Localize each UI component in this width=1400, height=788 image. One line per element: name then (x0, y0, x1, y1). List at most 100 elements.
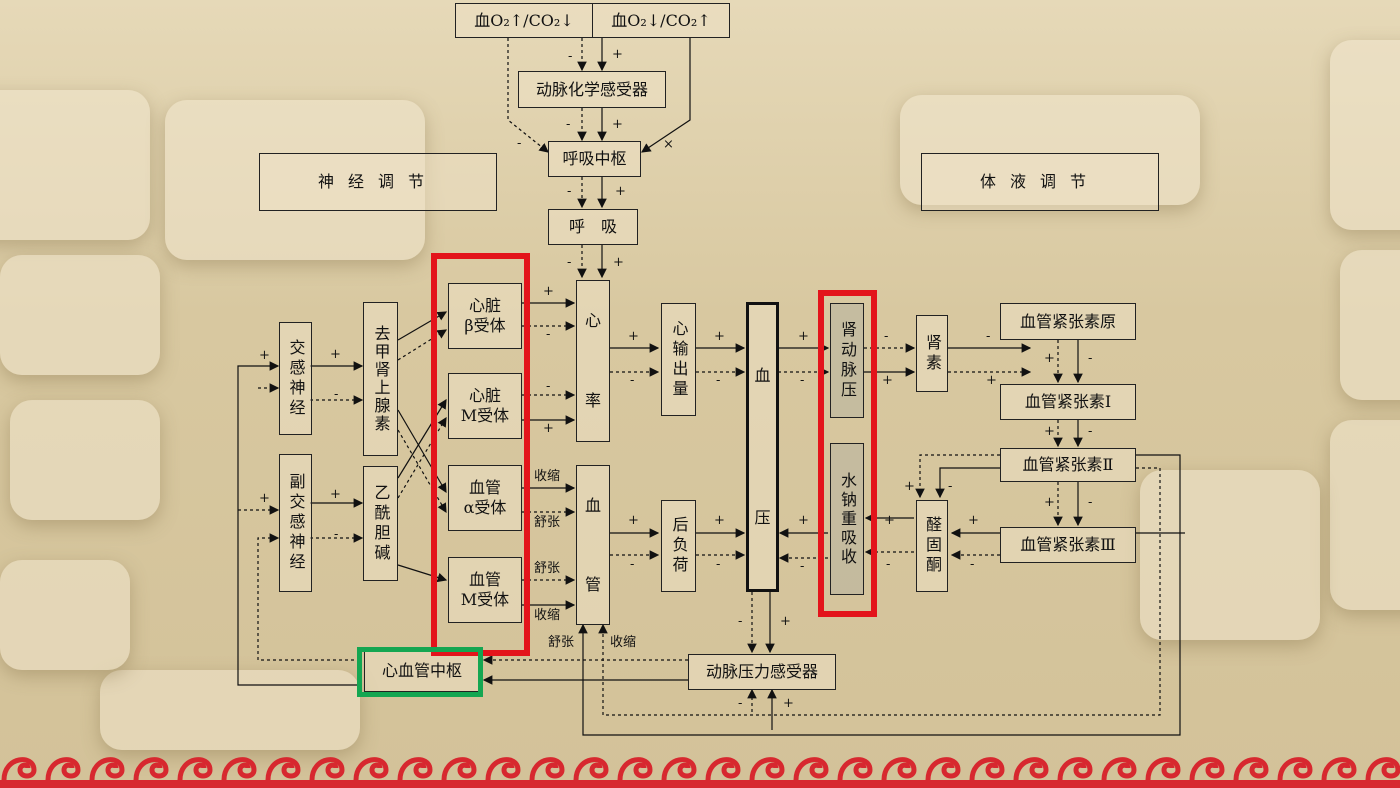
sign-label: + (543, 421, 554, 436)
heart-rate: 心 率 (576, 280, 610, 442)
bg-brick (0, 255, 160, 375)
cloud-motif (309, 757, 345, 781)
cloud-motif (89, 757, 125, 781)
respiration: 呼 吸 (548, 209, 638, 245)
cloud-motif (397, 757, 433, 781)
parasympathetic-nerve: 副交感神经 (279, 454, 312, 592)
sign-label: + (882, 373, 893, 388)
cloud-motif (1233, 757, 1269, 781)
cloud-motif (1145, 757, 1181, 781)
vessel-alpha-receptor: 血管 α受体 (448, 465, 522, 531)
bg-brick (1340, 250, 1400, 400)
sign-label: + (780, 614, 791, 629)
arterial-chemoreceptor: 动脉化学感受器 (518, 71, 666, 108)
heart-m-receptor: 心脏 M受体 (448, 373, 522, 439)
bg-brick (10, 400, 160, 520)
cloud-motif (221, 757, 257, 781)
angiotensinogen: 血管紧张素原 (1000, 303, 1136, 340)
cloud-motif (1321, 757, 1357, 781)
relax-label: 舒张 (548, 635, 575, 650)
bg-brick (0, 90, 150, 240)
sign-label: + (628, 329, 639, 344)
sign-label: - (800, 373, 805, 388)
box-o2-down-co2-up: 血O₂↓/CO₂↑ (592, 3, 730, 38)
blood-pressure: 血 压 (746, 302, 779, 592)
sign-label: - (948, 479, 953, 494)
sign-label: + (904, 479, 915, 494)
cloud-motif (353, 757, 389, 781)
sign-label: + (884, 513, 895, 528)
cloud-motif (1365, 757, 1400, 781)
sign-label: + (783, 696, 794, 711)
blood-vessel: 血 管 (576, 465, 610, 625)
cloud-motif (969, 757, 1005, 781)
acetylcholine: 乙酰胆碱 (363, 466, 398, 581)
contract-label: 收缩 (610, 635, 637, 650)
sign-label: - (567, 255, 572, 270)
vessel-alpha-line2: α受体 (463, 498, 507, 517)
sign-label: - (566, 117, 571, 132)
sign-label: + (628, 513, 639, 528)
heart-rate-char2: 率 (584, 391, 601, 410)
sign-label: - (738, 614, 743, 629)
cloud-motif (617, 757, 653, 781)
cloud-motif (441, 757, 477, 781)
sign-label: - (1088, 424, 1093, 439)
angiotensin-3: 血管紧张素Ⅲ (1000, 527, 1136, 563)
heart-m-line2: M受体 (460, 406, 510, 425)
vessel-m-line2: M受体 (460, 590, 510, 609)
bg-brick (1140, 470, 1320, 640)
cloud-motif (177, 757, 213, 781)
blood-vessel-char2: 管 (584, 574, 601, 594)
cloud-motif (837, 757, 873, 781)
cardiac-output: 心输出量 (661, 303, 696, 416)
sign-label: - (568, 49, 573, 64)
sign-label: - (800, 559, 805, 574)
cloud-motif (45, 757, 81, 781)
bg-brick (0, 560, 130, 670)
sign-label: - (630, 373, 635, 388)
heart-m-line1: 心脏 (468, 386, 501, 405)
cloud-motif (925, 757, 961, 781)
sign-label: + (1044, 424, 1055, 439)
cloud-motif (881, 757, 917, 781)
sign-label: - (886, 557, 891, 572)
sign-label: - (970, 557, 975, 572)
sign-label: + (986, 373, 997, 388)
cloud-border (0, 757, 1400, 788)
sign-label: - (546, 327, 551, 342)
cloud-motif (705, 757, 741, 781)
sign-label: + (613, 255, 624, 270)
vessel-alpha-line1: 血管 (468, 478, 501, 497)
sign-label: + (330, 487, 341, 502)
water-sodium-reabsorption: 水钠重吸收 (830, 443, 864, 595)
cloud-motif (749, 757, 785, 781)
sign-label: + (259, 348, 270, 363)
sign-label: + (612, 47, 623, 62)
cloud-motif (133, 757, 169, 781)
heart-rate-char1: 心 (584, 311, 601, 330)
heart-beta-receptor: 心脏 β受体 (448, 283, 522, 349)
sign-label: × (663, 137, 674, 152)
sign-label: + (714, 513, 725, 528)
renal-highlight (818, 290, 877, 617)
aldosterone: 醛固酮 (916, 500, 948, 592)
cloud-motif (1, 757, 37, 781)
cloud-motif (1013, 757, 1049, 781)
cloud-motif (1277, 757, 1313, 781)
sign-label: + (714, 329, 725, 344)
arterial-baroreceptor: 动脉压力感受器 (688, 654, 836, 690)
cv-center-highlight (357, 647, 483, 697)
sign-label: + (798, 513, 809, 528)
sign-label: - (567, 184, 572, 199)
cloud-motif (1057, 757, 1093, 781)
sign-label: - (738, 696, 743, 711)
sign-label: - (1088, 351, 1093, 366)
afterload: 后负荷 (661, 500, 696, 592)
sign-label: + (798, 329, 809, 344)
contract-label: 收缩 (534, 608, 561, 623)
contract-label: 收缩 (534, 469, 561, 484)
sign-label: - (334, 527, 339, 542)
humoral-regulation-title: 体液调节 (921, 153, 1159, 211)
sign-label: + (1044, 495, 1055, 510)
